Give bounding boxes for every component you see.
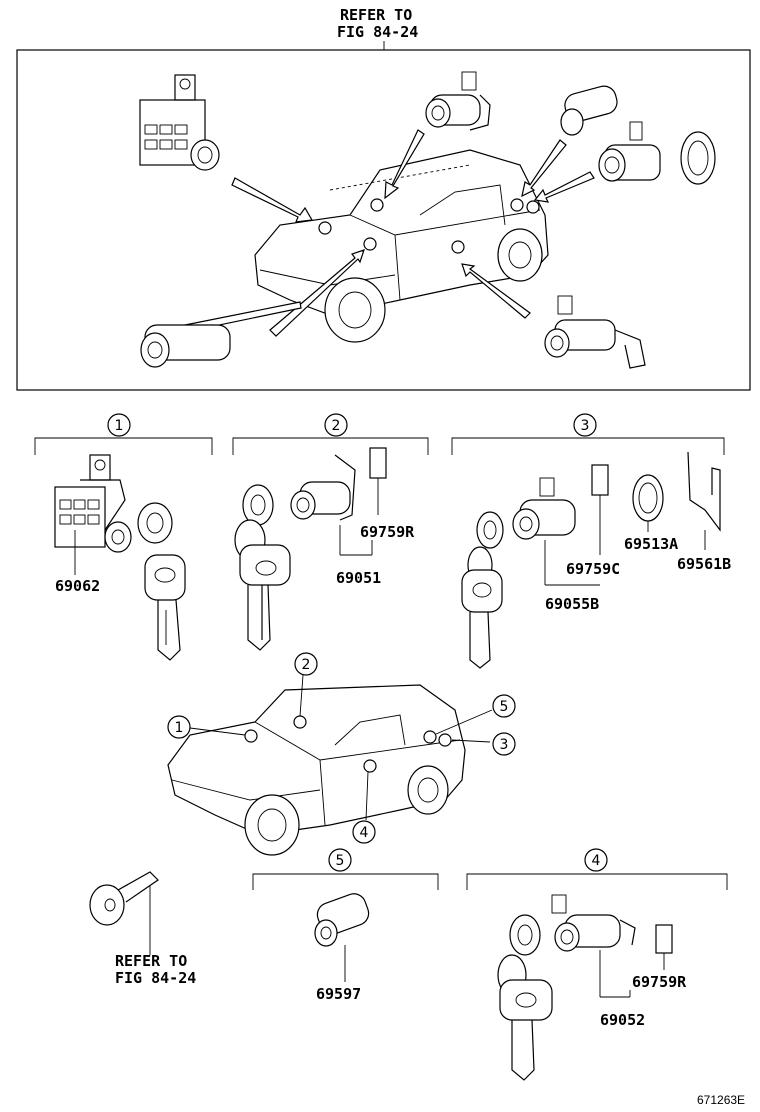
part-69055B: 69055B xyxy=(545,595,599,613)
part-69759C: 69759C xyxy=(566,560,620,578)
middle-car-rear-wheel xyxy=(407,765,449,815)
part-69561B: 69561B xyxy=(677,555,731,573)
callout-1-leader xyxy=(189,727,246,736)
refer-top-line1: REFER TO xyxy=(340,6,412,24)
refer-bottom-line2: FIG 84-24 xyxy=(115,969,196,987)
car-callout-4: 4 xyxy=(360,825,369,841)
part-69597: 69597 xyxy=(316,985,361,1003)
group-1-key-set-sketch xyxy=(54,454,186,661)
overview-front-wheel xyxy=(324,277,386,343)
part-69052: 69052 xyxy=(600,1011,645,1029)
group-2-circle xyxy=(324,413,348,437)
group-1-bracket xyxy=(34,437,213,455)
overview-part-sketches xyxy=(139,71,716,369)
group-5-bracket xyxy=(252,873,439,890)
middle-car-drawing xyxy=(167,684,466,856)
car-callout-5-circle xyxy=(492,694,516,718)
group-2-index: 2 xyxy=(332,418,341,434)
group-4-bracket xyxy=(466,873,728,890)
group-4-circle xyxy=(584,848,608,872)
reference-key-sketch xyxy=(89,871,159,955)
car-callout-2: 2 xyxy=(302,657,311,673)
group-5-cylinder-sketch xyxy=(314,893,370,982)
callout-4-leader xyxy=(365,771,369,821)
part-69759R-group2: 69759R xyxy=(360,523,415,541)
overview-rear-wheel xyxy=(497,228,543,282)
refer-bottom-line1: REFER TO xyxy=(115,952,187,970)
part-69062: 69062 xyxy=(55,577,100,595)
overview-car-drawing xyxy=(254,149,549,343)
group-4-index: 4 xyxy=(592,853,601,869)
part-69759R-group4: 69759R xyxy=(632,973,687,991)
car-callout-1: 1 xyxy=(175,720,184,736)
group-5-index: 5 xyxy=(336,853,345,869)
callout-5-leader xyxy=(435,709,493,735)
group-5-circle xyxy=(328,848,352,872)
part-69513A: 69513A xyxy=(624,535,678,553)
refer-top-line2: FIG 84-24 xyxy=(337,23,418,41)
car-callout-1-circle xyxy=(167,715,191,739)
car-callout-2-circle xyxy=(294,652,318,676)
group-3-circle xyxy=(573,413,597,437)
figure-id: 671263E xyxy=(697,1093,745,1107)
group-2-bracket xyxy=(232,437,429,455)
callout-3-leader xyxy=(451,739,491,743)
group-1-index: 1 xyxy=(115,418,124,434)
middle-car-front-wheel xyxy=(244,794,300,856)
part-69051: 69051 xyxy=(336,569,381,587)
car-callout-5: 5 xyxy=(500,699,509,715)
group-3-key-set-sketch xyxy=(461,451,721,669)
car-callout-3-circle xyxy=(492,732,516,756)
group-3-bracket xyxy=(451,437,725,455)
group-1-circle xyxy=(107,413,131,437)
car-callout-3: 3 xyxy=(500,737,509,753)
car-callout-4-circle xyxy=(352,820,376,844)
overview-frame xyxy=(16,49,751,391)
overview-arrows xyxy=(168,129,595,337)
callout-2-leader xyxy=(299,674,304,717)
group-3-index: 3 xyxy=(581,418,590,434)
group-2-key-set-sketch xyxy=(234,447,387,651)
group-4-key-set-sketch xyxy=(497,894,673,1081)
